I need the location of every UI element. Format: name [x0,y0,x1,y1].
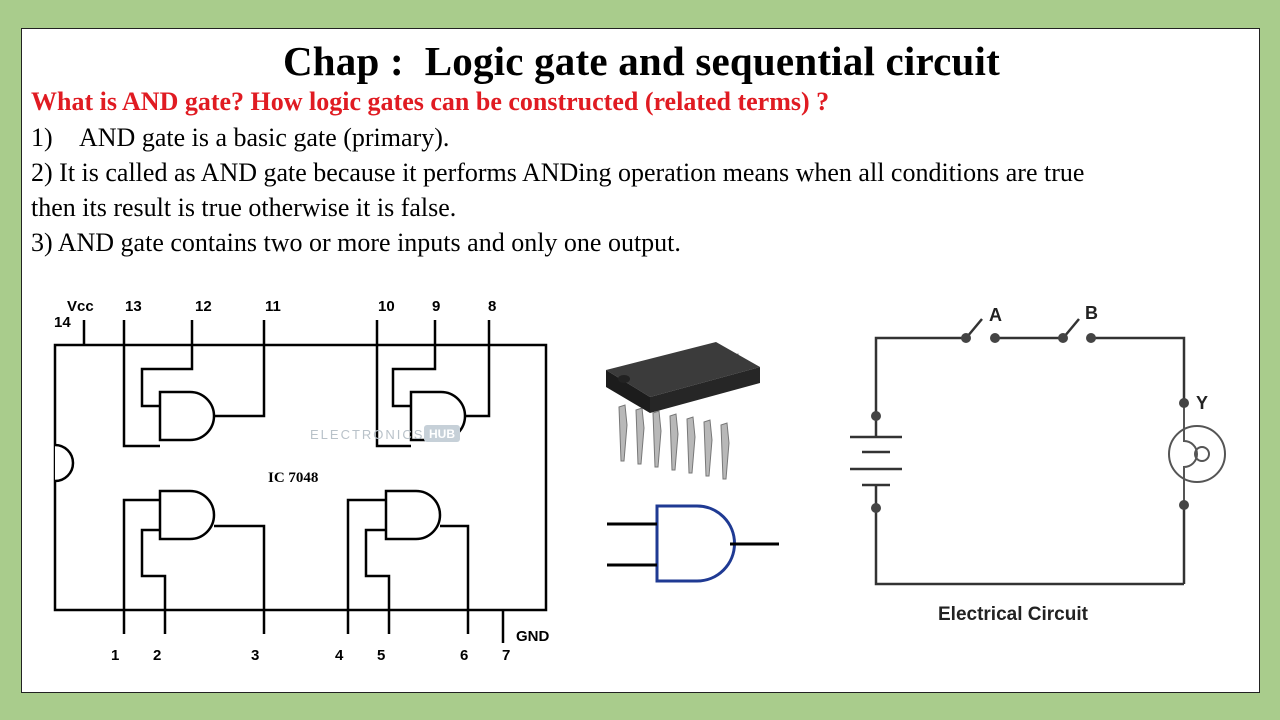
lamp-bulb [1168,425,1226,483]
pin-label-11: 11 [265,298,281,315]
point-2: 2) It is called as AND gate because it p… [31,158,1085,187]
pin-label-14: 14 [54,314,71,331]
and-gate-symbol [607,504,779,583]
electrical-circuit [850,318,1226,586]
pin-label-6: 6 [460,647,468,664]
pin-label-10: 10 [378,298,395,315]
slide: Chap : Logic gate and sequential circuit… [21,28,1260,693]
switch-b-lever [1063,318,1080,338]
gnd-label: GND [516,628,550,645]
slide-title: Chap : Logic gate and sequential circuit [283,38,1000,84]
switch-b-terminal-left [1058,333,1068,343]
switch-a-terminal-right [990,333,1000,343]
point-1-number: 1) [31,123,53,152]
pin-label-12: 12 [195,298,212,315]
figures: Vcc 14 13 12 11 10 9 8 1 2 3 4 5 6 7 GND… [53,298,1226,664]
lamp-label: Y [1196,393,1208,413]
point-1-text: AND gate is a basic gate (primary). [79,123,450,152]
watermark-text: ELECTRONICS [310,427,424,442]
chip-front-side [650,367,760,413]
pin-label-4: 4 [335,647,344,664]
switch-a-label: A [989,305,1002,325]
pin-label-5: 5 [377,647,385,664]
circuit-caption: Electrical Circuit [938,604,1089,625]
point-1: 1) AND gate is a basic gate (primary). [31,123,449,153]
lamp-terminal-top [1179,398,1189,408]
switch-b-terminal-right [1086,333,1096,343]
switch-b-label: B [1085,303,1098,323]
pin-label-9: 9 [432,298,440,315]
circuit-labels: A B Y Electrical Circuit [938,303,1208,625]
watermark-badge-text: HUB [429,427,455,441]
ic-pin-labels: Vcc 14 13 12 11 10 9 8 1 2 3 4 5 6 7 GND [54,298,550,664]
ic-notch [54,443,75,483]
point-2-continued: then its result is true otherwise it is … [31,193,457,222]
and-gate-body [655,504,736,583]
vcc-label: Vcc [67,298,94,315]
question-heading: What is AND gate? How logic gates can be… [31,87,830,116]
circuit-terminals [871,333,1189,513]
chip-left-side [606,370,650,413]
chip-dot [618,375,630,383]
battery-terminal-bottom [871,503,881,513]
switch-a-lever [966,318,983,338]
pin-label-13: 13 [125,298,142,315]
switch-a-terminal-left [961,333,971,343]
watermark-badge [424,425,460,442]
watermark: ELECTRONICS HUB [310,425,460,442]
pin-label-8: 8 [488,298,496,315]
ic-pin-diagram [53,320,548,643]
battery-terminal-top [871,411,881,421]
pin-label-1: 1 [111,647,119,664]
chip-top [606,342,760,397]
lamp-filament [1183,403,1198,505]
pin-label-3: 3 [251,647,259,664]
pin-label-2: 2 [153,647,161,664]
lamp-inner [1194,446,1210,462]
ic-name-label: IC 7048 [268,470,318,486]
lamp-terminal-bottom [1179,500,1189,510]
pin-label-7: 7 [502,647,510,664]
dip-chip-image [606,342,760,480]
point-3: 3) AND gate contains two or more inputs … [31,228,681,257]
